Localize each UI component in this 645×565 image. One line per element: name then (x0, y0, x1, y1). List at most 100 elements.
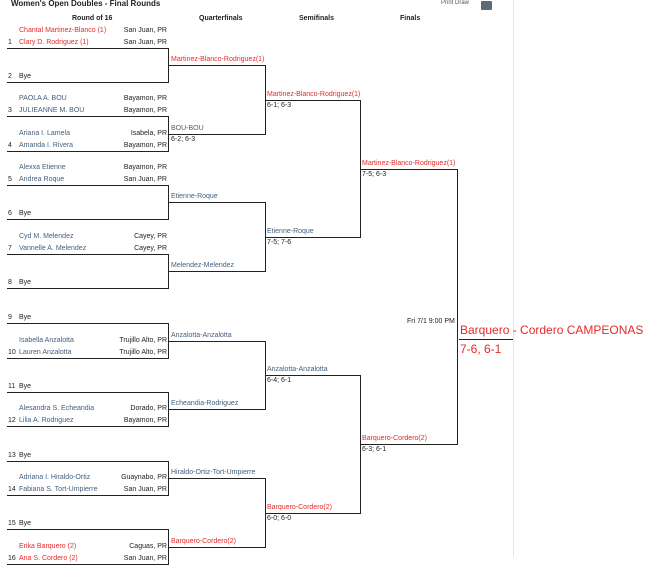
player-name[interactable]: Lilia A. Rodriguez (19, 417, 74, 424)
player-name[interactable]: PAOLA A. BOU (19, 95, 67, 102)
player-name[interactable]: Fabiana S. Tort-Umpierre (19, 486, 98, 493)
r16-slot-line (7, 48, 168, 49)
player-location: Bayamon, PR (123, 417, 167, 424)
round-header-sf: Semifinals (299, 15, 335, 22)
qf-team[interactable]: Echeandia-Rodriguez (171, 400, 239, 407)
champion-score: 7-6, 6-1 (460, 342, 502, 356)
r16-connector (168, 185, 169, 220)
champion-underline (459, 339, 513, 340)
qf-connector (265, 65, 266, 135)
qf-slot-line (169, 134, 265, 135)
champion-title: Barquero - Cordero CAMPEONAS (460, 323, 644, 337)
qf-score: 6-2; 6-3 (171, 136, 196, 143)
final-slot-line (361, 169, 457, 170)
sf-score: 7-5; 7-6 (267, 239, 292, 246)
print-draw-link[interactable]: Print Draw (441, 0, 470, 6)
final-team[interactable]: Barquero-Cordero(2) (362, 435, 427, 442)
final-slot-line (361, 444, 457, 445)
draw-position: 10 (8, 349, 16, 356)
sf-team[interactable]: Etienne-Roque (267, 228, 314, 235)
player-name[interactable]: Erika Barquero (2) (19, 543, 77, 550)
draw-panel: Women's Open Doubles - Final Rounds Prin… (7, 0, 514, 565)
draw-position: 6 (8, 210, 12, 217)
player-name[interactable]: Bye (19, 279, 32, 286)
player-name[interactable]: JULIEANNE M. BOU (19, 107, 85, 114)
player-name[interactable]: Ana S. Cordero (2) (19, 555, 78, 562)
player-location: San Juan, PR (123, 486, 167, 493)
draw-position: 12 (8, 417, 16, 424)
player-name[interactable]: Bye (19, 452, 32, 459)
qf-slot-line (169, 271, 265, 272)
r16-connector (168, 461, 169, 496)
final-connector (457, 169, 458, 445)
final-team[interactable]: Martinez-Blanco-Rodriguez(1) (362, 160, 456, 167)
r16-connector (168, 48, 169, 83)
player-name[interactable]: Alexxa Etienne (19, 164, 66, 171)
player-name[interactable]: Alesandra S. Echeandia (19, 405, 95, 412)
player-location: Bayamon, PR (123, 142, 167, 149)
qf-slot-line (169, 478, 265, 479)
qf-slot-line (169, 65, 265, 66)
player-location: Cayey, PR (134, 245, 167, 252)
r16-slot-line (7, 529, 168, 530)
player-location: Isabela, PR (130, 130, 167, 137)
player-name[interactable]: Clary D. Rodriguez (1) (19, 39, 89, 46)
player-location: Dorado, PR (130, 405, 167, 412)
sf-team[interactable]: Anzalotta-Anzalotta (267, 366, 328, 373)
r16-slot-line (7, 254, 168, 255)
player-name[interactable]: Bye (19, 73, 32, 80)
player-location: San Juan, PR (123, 39, 167, 46)
player-name[interactable]: Cyd M. Melendez (19, 233, 74, 240)
player-name[interactable]: Vannelle A. Melendez (19, 245, 87, 252)
player-name[interactable]: Bye (19, 314, 32, 321)
draw-position: 16 (8, 555, 16, 562)
sf-connector (360, 375, 361, 514)
player-name[interactable]: Lauren Anzalotta (19, 349, 72, 356)
player-name[interactable]: Isabella Anzalotta (19, 337, 74, 344)
qf-team[interactable]: Hiraldo-Ortiz-Tort-Umpierre (171, 469, 256, 476)
player-name[interactable]: Ariana I. Lamela (19, 130, 70, 137)
qf-team[interactable]: Martinez-Blanco-Rodriguez(1) (171, 56, 265, 63)
sf-team[interactable]: Martinez-Blanco-Rodriguez(1) (267, 91, 361, 98)
player-location: San Juan, PR (123, 27, 167, 34)
final-score: 7-5; 6-3 (362, 171, 387, 178)
qf-connector (265, 202, 266, 272)
qf-team[interactable]: Anzalotta-Anzalotta (171, 332, 232, 339)
qf-team[interactable]: Barquero-Cordero(2) (171, 538, 236, 545)
round-header-f: Finals (400, 15, 421, 22)
sf-score: 6-0; 6-0 (267, 515, 292, 522)
draw-position: 9 (8, 314, 12, 321)
player-location: Bayamon, PR (123, 95, 167, 102)
draw-position: 1 (8, 39, 12, 46)
draw-position: 4 (8, 142, 12, 149)
r16-slot-line (7, 358, 168, 359)
qf-slot-line (169, 202, 265, 203)
draw-position: 8 (8, 279, 12, 286)
qf-slot-line (169, 547, 265, 548)
sf-score: 6-1; 6-3 (267, 102, 292, 109)
r16-slot-line (7, 116, 168, 117)
round-header-qf: Quarterfinals (199, 15, 243, 22)
qf-team[interactable]: Etienne-Roque (171, 193, 218, 200)
player-name[interactable]: Bye (19, 383, 32, 390)
r16-slot-line (7, 151, 168, 152)
player-name[interactable]: Bye (19, 210, 32, 217)
player-location: Caguas, PR (129, 543, 167, 550)
sf-team[interactable]: Barquero-Cordero(2) (267, 504, 332, 511)
player-name[interactable]: Adriana I. Hiraldo-Ortiz (19, 474, 91, 481)
qf-team[interactable]: BOU-BOU (171, 125, 204, 132)
player-location: San Juan, PR (123, 555, 167, 562)
player-name[interactable]: Bye (19, 520, 32, 527)
player-location: Trujillo Alto, PR (119, 337, 167, 344)
r16-slot-line (7, 82, 168, 83)
r16-connector (168, 392, 169, 427)
r16-connector (168, 254, 169, 289)
printer-icon[interactable] (481, 1, 492, 10)
player-name[interactable]: Chantal Martinez-Blanco (1) (19, 27, 107, 34)
qf-team[interactable]: Melendez-Melendez (171, 262, 235, 269)
round-header-r16: Round of 16 (72, 15, 113, 22)
r16-slot-line (7, 219, 168, 220)
player-name[interactable]: Amanda I. Rivera (19, 142, 74, 149)
r16-slot-line (7, 288, 168, 289)
player-name[interactable]: Andrea Roque (19, 176, 65, 183)
